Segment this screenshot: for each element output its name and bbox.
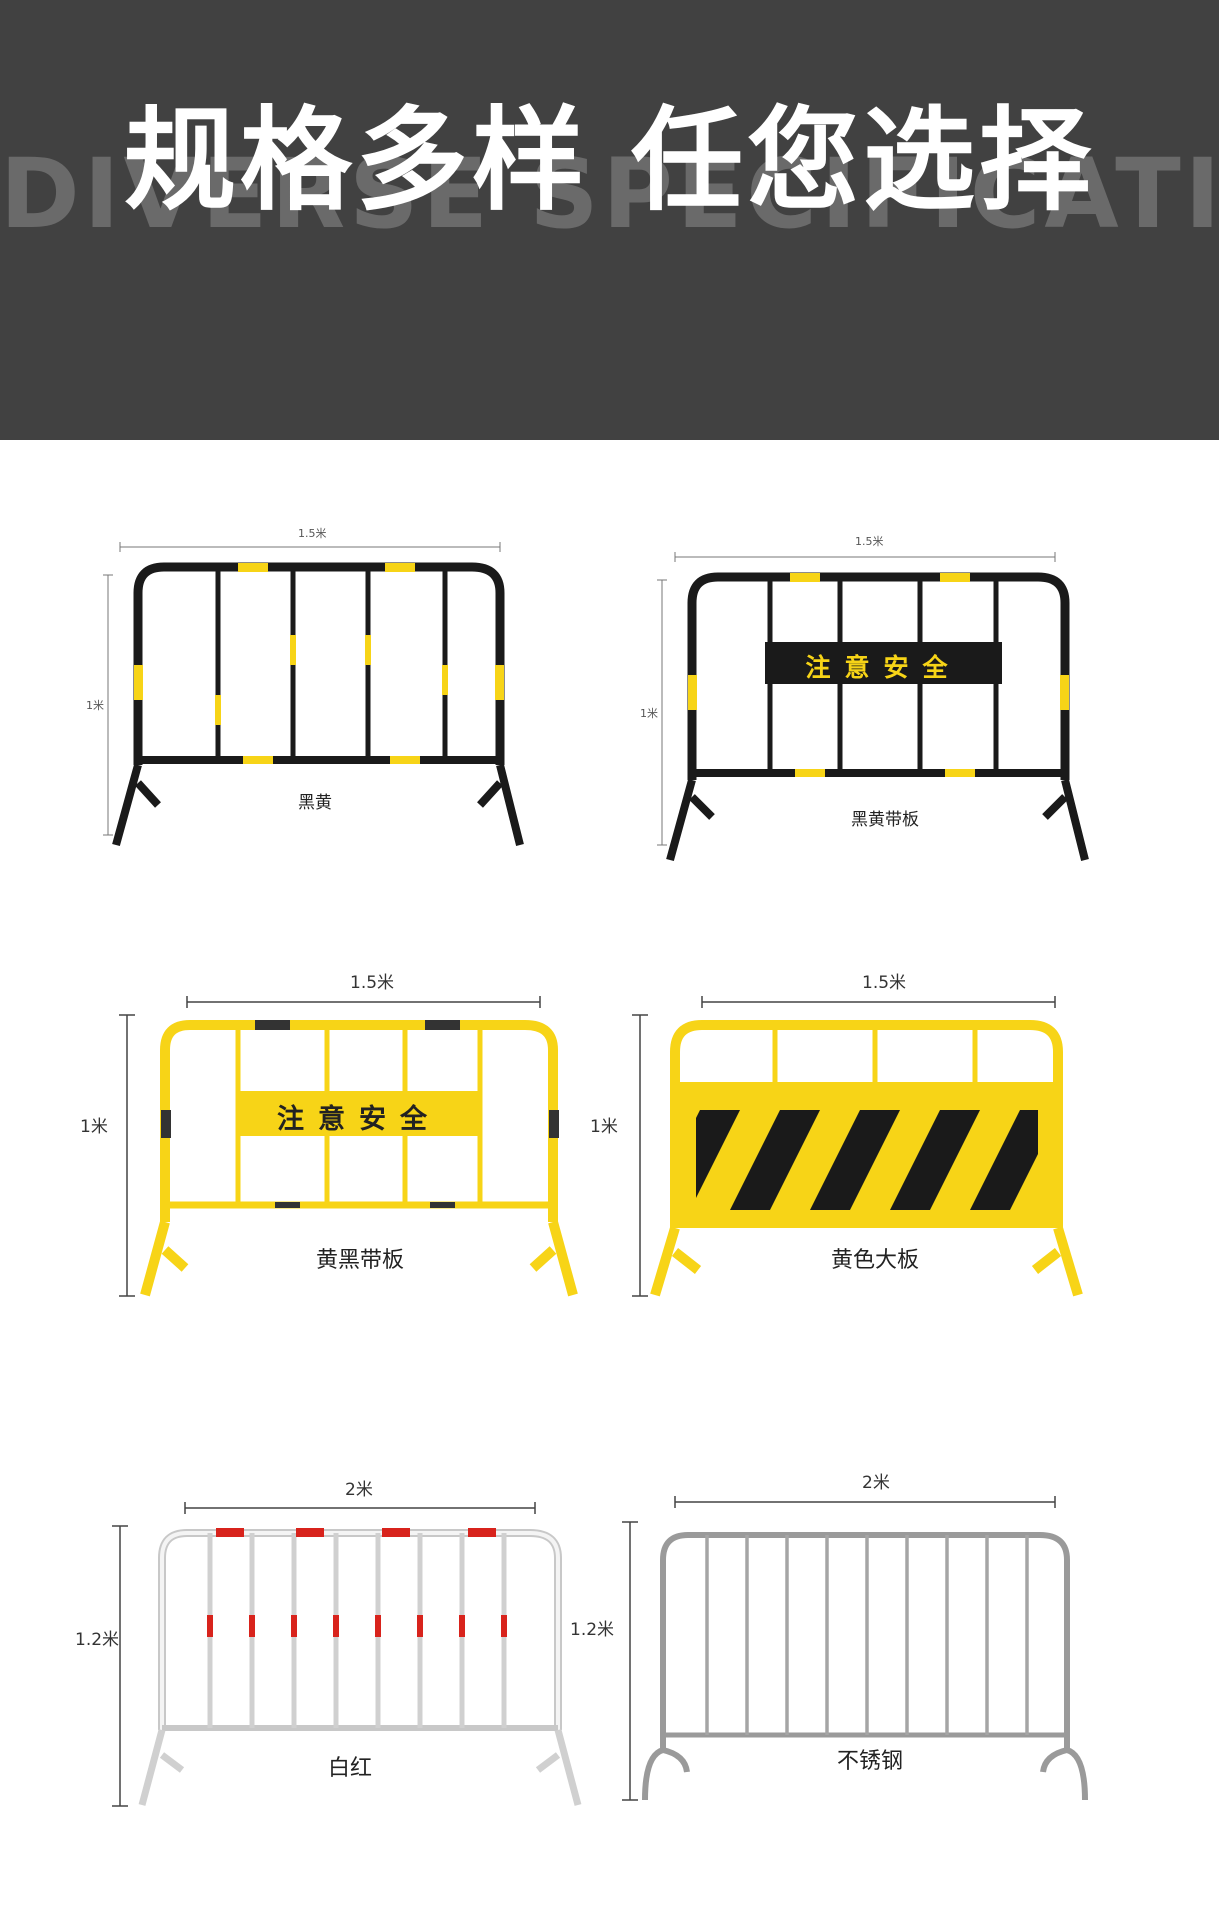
product-card-yellow-black-board: 注意安全 1.5米 1米 黄黑带板 <box>75 960 595 1350</box>
width-label: 1.5米 <box>350 973 395 993</box>
width-label: 1.5米 <box>862 973 907 993</box>
width-label: 2米 <box>345 1480 373 1500</box>
product-name: 不锈钢 <box>836 1749 903 1774</box>
product-card-yellow-big-board: 1.5米 1米 黄色大板 <box>590 960 1110 1350</box>
header-banner: DIVERSE SPECIFICATIONS 规格多样 任您选择 <box>0 0 1219 440</box>
product-card-stainless-steel: 2米 1.2米 不锈钢 <box>570 1460 1115 1820</box>
product-card-black-yellow-board: 注意安全 1.5米 1米 黑黄带板 <box>640 525 1110 895</box>
barrier-illustration <box>622 1496 1088 1801</box>
product-card-white-red: 2米 1.2米 白红 <box>70 1470 600 1820</box>
sign-board-text: 注意安全 <box>277 1104 441 1135</box>
height-label: 1.2米 <box>570 1620 615 1640</box>
height-label: 1米 <box>80 1117 108 1137</box>
barrier-illustration <box>112 1502 582 1807</box>
product-card-black-yellow: 1.5米 1米 黑黄 <box>80 515 550 885</box>
sign-board-text: 注意安全 <box>805 653 962 682</box>
height-label: 1米 <box>86 699 104 712</box>
height-label: 1.2米 <box>75 1630 120 1650</box>
width-label: 2米 <box>862 1473 890 1493</box>
barrier-illustration <box>657 552 1089 862</box>
product-name: 黄色大板 <box>830 1248 919 1273</box>
barrier-illustration <box>632 996 1083 1297</box>
product-name: 黑黄 <box>298 793 332 813</box>
product-name: 黑黄带板 <box>851 810 919 830</box>
width-label: 1.5米 <box>298 527 327 540</box>
barrier-illustration <box>103 542 524 847</box>
height-label: 1米 <box>590 1117 618 1137</box>
product-name: 白红 <box>327 1756 372 1781</box>
product-name: 黄黑带板 <box>315 1248 404 1273</box>
header-subtitle-en: DIVERSE SPECIFICATIONS <box>0 138 1219 250</box>
height-label: 1米 <box>640 707 658 720</box>
barrier-illustration <box>119 996 578 1297</box>
width-label: 1.5米 <box>855 535 884 548</box>
header-title: 规格多样 任您选择 <box>124 96 1095 226</box>
